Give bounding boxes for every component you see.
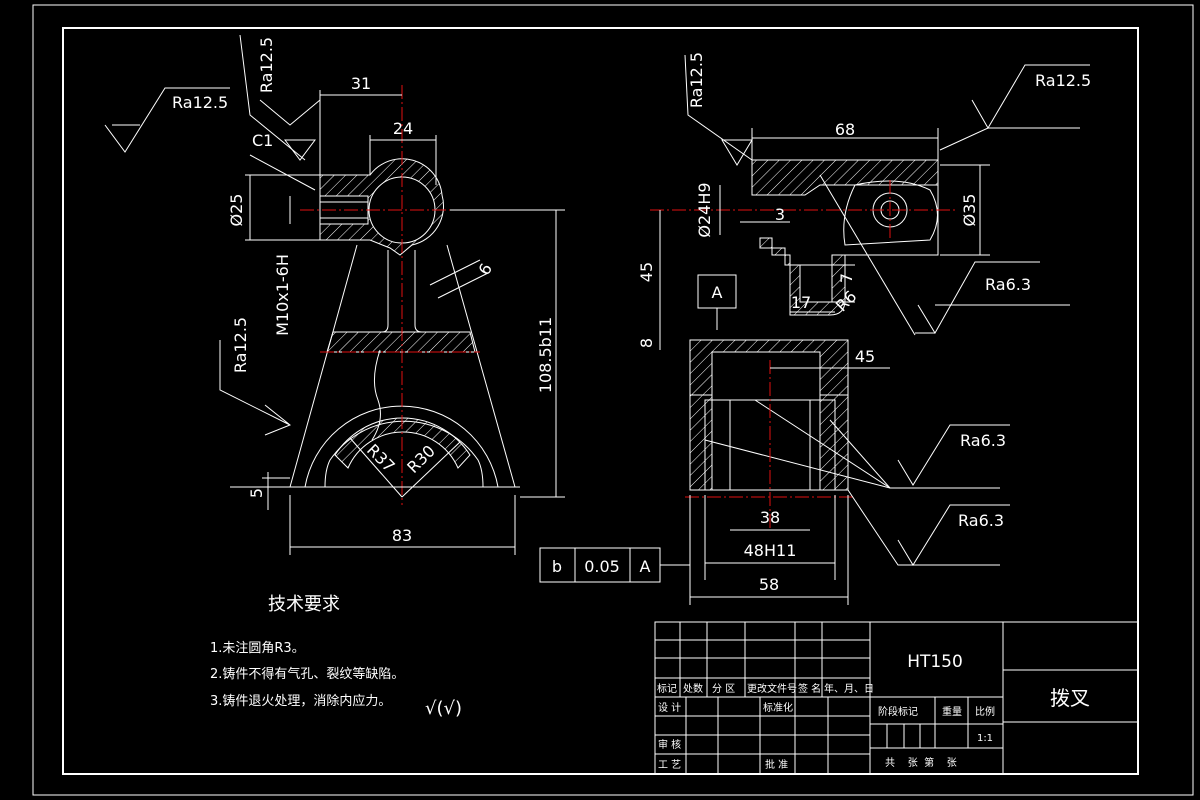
tb-date: 年、月、日 xyxy=(824,682,874,695)
tb-mark: 标记 xyxy=(657,683,677,695)
datum-a: A xyxy=(712,283,723,302)
dim-83: 83 xyxy=(392,526,412,545)
tb-zone: 分 区 xyxy=(712,683,735,695)
mid-section xyxy=(326,331,476,353)
tb-count: 处数 xyxy=(683,682,703,695)
top-arm-section xyxy=(751,159,939,196)
ra-mid: Ra6.3 xyxy=(985,275,1031,294)
inner-border xyxy=(62,27,1139,775)
dim-24: 24 xyxy=(393,119,413,138)
dim-d24h9: Ø24H9 xyxy=(695,182,714,237)
tb-stage-mark: 阶段标记 xyxy=(878,705,918,718)
right-view: 68 Ø24H9 3 Ø35 45 8 A 7 17 R6 45 38 48H1… xyxy=(637,52,1091,605)
dim-3: 3 xyxy=(775,205,785,224)
tb-weight: 重量 xyxy=(942,705,962,718)
dim-5: 5 xyxy=(247,488,266,498)
tech-heading: 技术要求 xyxy=(268,594,340,615)
ra-side: Ra12.5 xyxy=(231,317,250,373)
dim-17: 17 xyxy=(791,293,811,312)
ra-low2: Ra6.3 xyxy=(958,511,1004,530)
ra-top-vertical: Ra12.5 xyxy=(257,37,276,93)
dim-6: 6 xyxy=(474,260,496,278)
ra-low1: Ra6.3 xyxy=(960,431,1006,450)
title-block: HT150 拨叉 标记 处数 分 区 更改文件号 签 名 年、月、日 设 计 标… xyxy=(654,621,1139,775)
ra-right-top-right: Ra12.5 xyxy=(1035,71,1091,90)
tech-item-2: 2.铸件不得有气孔、裂纹等缺陷。 xyxy=(210,666,404,682)
left-view: 31 24 C1 Ø25 M10x1-6H 6 R37 R30 5 83 108… xyxy=(104,34,565,555)
tech-item-1: 1.未注圆角R3。 xyxy=(210,641,305,656)
dim-d35: Ø35 xyxy=(960,194,979,227)
dim-45h: 45 xyxy=(855,347,875,366)
ra-top-left: Ra12.5 xyxy=(172,93,228,112)
tb-sheets: 共 张 第 张 xyxy=(885,756,957,769)
tol-value: 0.05 xyxy=(584,557,620,576)
roughness-general-symbol: √(√) xyxy=(425,698,462,719)
part-name: 拨叉 xyxy=(1050,686,1090,710)
tb-process: 工 艺 xyxy=(658,759,681,771)
dim-8: 8 xyxy=(637,338,656,348)
outer-border xyxy=(32,4,1194,796)
dim-38: 38 xyxy=(760,508,780,527)
dim-31: 31 xyxy=(351,74,371,93)
dim-68: 68 xyxy=(835,120,855,139)
dim-r30: R30 xyxy=(403,441,439,477)
body-outline xyxy=(289,244,516,488)
fork-arch-section xyxy=(334,417,471,469)
dim-108-5: 108.5b11 xyxy=(536,317,555,393)
ra-right-top-left: Ra12.5 xyxy=(687,52,706,108)
tb-standardize: 标准化 xyxy=(763,701,793,714)
tolerance-frame: b 0.05 A xyxy=(539,547,690,583)
dim-m10: M10x1-6H xyxy=(273,254,292,336)
dim-45v: 45 xyxy=(637,262,656,282)
tb-scale: 1:1 xyxy=(977,733,993,744)
tb-sign: 签 名 xyxy=(798,682,821,695)
tb-design: 设 计 xyxy=(658,701,681,714)
tb-approve: 批 准 xyxy=(765,758,788,771)
dim-d25: Ø25 xyxy=(227,194,246,227)
dim-58: 58 xyxy=(759,575,779,594)
tech-requirements: 技术要求 1.未注圆角R3。 2.铸件不得有气孔、裂纹等缺陷。 3.铸件退火处理… xyxy=(210,594,462,719)
dim-7: 7 xyxy=(837,273,856,283)
material: HT150 xyxy=(907,652,963,672)
tb-review: 审 核 xyxy=(658,738,681,751)
chamfer-c1: C1 xyxy=(252,131,273,150)
tol-symbol: b xyxy=(552,557,562,576)
tech-item-3: 3.铸件退火处理，消除内应力。 xyxy=(210,693,391,709)
tol-datum: A xyxy=(640,557,651,576)
tb-change-doc: 更改文件号 xyxy=(747,682,797,695)
dim-r37: R37 xyxy=(363,440,399,476)
boss-outline xyxy=(843,180,938,246)
dim-48h11: 48H11 xyxy=(744,541,797,560)
tb-scale-label: 比例 xyxy=(975,705,995,718)
fork-left-leg xyxy=(689,394,713,491)
